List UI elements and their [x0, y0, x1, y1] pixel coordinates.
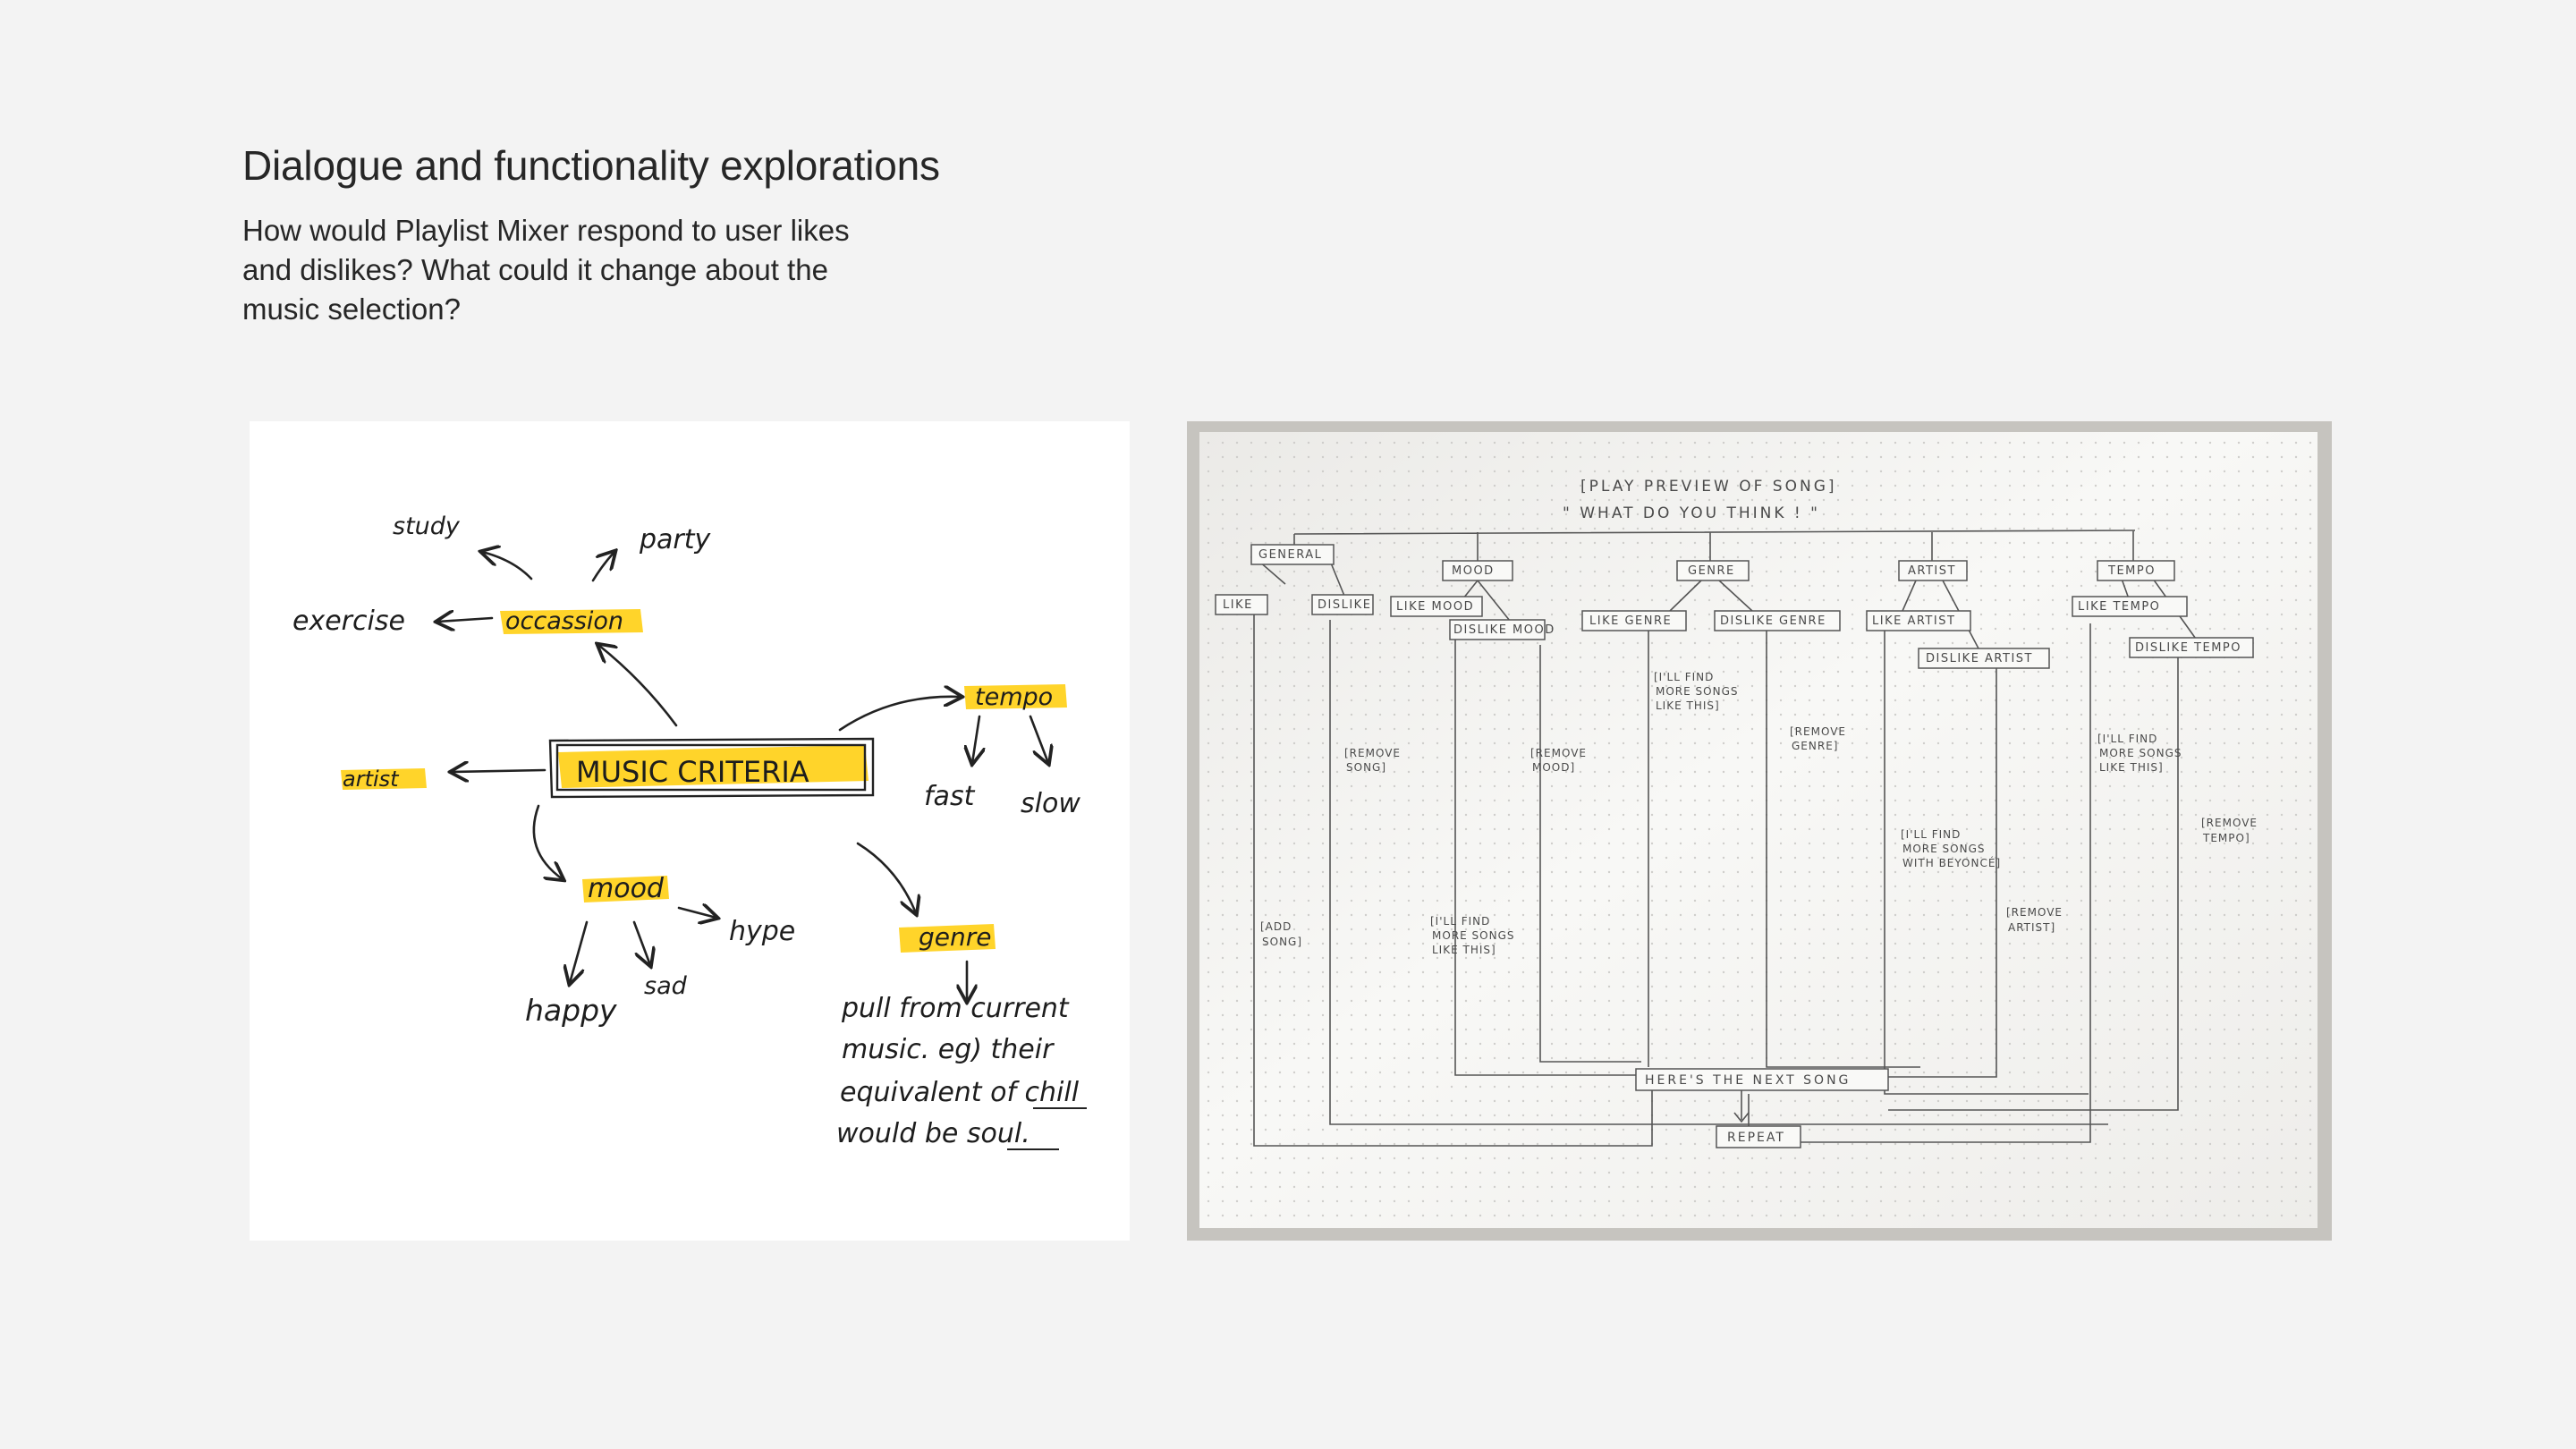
label-tempo: tempo	[975, 683, 1053, 711]
node-dislike-mood: DISLIKE MOOD	[1453, 623, 1555, 637]
arrow-to-fast	[972, 715, 979, 763]
note-remove-artist: [REMOVE	[2006, 906, 2063, 919]
node-genre: GENRE	[1688, 564, 1735, 578]
label-mood: mood	[588, 873, 665, 904]
note-artist-like: [I'LL FIND	[1901, 828, 1961, 841]
label-genre: genre	[919, 922, 991, 952]
arrow-to-study	[482, 552, 533, 580]
note-remove-tempo: [REMOVE	[2201, 817, 2258, 829]
arrow-to-mood	[532, 804, 563, 879]
label-fast: fast	[924, 781, 976, 812]
arrow-to-occasion	[598, 645, 678, 727]
note-genre-like: MORE SONGS	[1656, 685, 1739, 698]
label-occasion: occassion	[505, 607, 623, 635]
node-dislike-genre: DISLIKE GENRE	[1720, 614, 1826, 628]
note-tempo-like: [I'LL FIND	[2097, 733, 2157, 745]
note-genre-like: LIKE THIS]	[1656, 699, 1720, 712]
label-study: study	[393, 513, 461, 540]
note-tempo-like: MORE SONGS	[2099, 747, 2182, 759]
connector-lines	[1253, 530, 2199, 1147]
arrow-to-slow	[1029, 715, 1048, 763]
note-remove-tempo: TEMPO]	[2202, 832, 2250, 844]
note-remove-mood: [REMOVE	[1530, 747, 1587, 759]
node-like-mood: LIKE MOOD	[1396, 600, 1474, 614]
node-like: LIKE	[1223, 598, 1253, 612]
arrow-to-party	[591, 552, 614, 582]
label-hype: hype	[729, 916, 795, 947]
highlight-occasion	[500, 609, 643, 634]
label-artist: artist	[343, 767, 400, 792]
highlight-genre	[899, 924, 996, 953]
highlights	[341, 609, 1067, 953]
note-artist-like: MORE SONGS	[1902, 843, 1986, 855]
genre-note-line: would be soul.	[836, 1118, 1030, 1149]
note-remove-artist: ARTIST]	[2008, 921, 2055, 934]
node-dislike-artist: DISLIKE ARTIST	[1926, 652, 2033, 665]
arrow-to-sad	[632, 920, 650, 965]
note-artist-like: WITH BEYONCÉ]	[1902, 856, 2001, 869]
music-criteria-sketch: study party exercise occassion artist MU…	[250, 421, 1130, 1241]
highlight-criteria	[558, 745, 869, 788]
mindmap-drawing: study party exercise occassion artist MU…	[292, 513, 1087, 1150]
label-slow: slow	[1021, 788, 1080, 819]
flowchart-drawing: [PLAY PREVIEW OF SONG] " WHAT DO YOU THI…	[1187, 421, 2332, 1241]
underlines	[1007, 1107, 1087, 1150]
flowchart-photo: [PLAY PREVIEW OF SONG] " WHAT DO YOU THI…	[1187, 421, 2332, 1241]
node-artist: ARTIST	[1908, 564, 1956, 578]
page-title: Dialogue and functionality explorations	[242, 142, 940, 189]
page-subtitle: How would Playlist Mixer respond to user…	[242, 214, 850, 326]
note-remove-genre: GENRE]	[1792, 740, 1838, 752]
note-mood-like: [I'LL FIND	[1430, 915, 1490, 928]
node-tempo: TEMPO	[2107, 564, 2156, 578]
prompt-play-preview: [PLAY PREVIEW OF SONG]	[1580, 478, 1837, 496]
note-add-song: [ADD	[1260, 920, 1292, 933]
prompt-what-think: " WHAT DO YOU THINK ! "	[1563, 504, 1820, 522]
node-dislike: DISLIKE	[1318, 598, 1371, 612]
node-like-artist: LIKE ARTIST	[1872, 614, 1955, 628]
label-exercise: exercise	[292, 606, 405, 637]
genre-note-line: equivalent of chill	[840, 1077, 1080, 1108]
note-genre-like: [I'LL FIND	[1654, 671, 1714, 683]
arrow-to-tempo	[838, 697, 961, 732]
note-remove-mood: MOOD]	[1532, 761, 1575, 774]
node-dislike-tempo: DISLIKE TEMPO	[2135, 641, 2241, 655]
node-next-song: HERE'S THE NEXT SONG	[1645, 1073, 1851, 1088]
highlight-tempo	[964, 684, 1067, 709]
node-repeat: REPEAT	[1727, 1131, 1785, 1145]
note-add-song: SONG]	[1262, 936, 1302, 948]
note-remove-song: [REMOVE	[1344, 747, 1401, 759]
node-like-genre: LIKE GENRE	[1589, 614, 1672, 628]
highlight-artist	[341, 768, 427, 790]
arrow-to-artist	[452, 770, 547, 772]
arrow-to-exercise	[437, 618, 494, 622]
node-like-tempo: LIKE TEMPO	[2078, 600, 2160, 614]
label-music-criteria: MUSIC CRITERIA	[576, 755, 809, 789]
arrow-to-happy	[570, 920, 589, 983]
label-happy: happy	[525, 993, 617, 1028]
note-remove-genre: [REMOVE	[1790, 725, 1846, 738]
genre-note-line: music. eg) their	[842, 1034, 1055, 1065]
note-mood-like: LIKE THIS]	[1432, 944, 1496, 956]
label-party: party	[639, 524, 712, 555]
arrow-to-hype	[677, 908, 716, 918]
label-sad: sad	[644, 972, 688, 1000]
note-remove-song: SONG]	[1346, 761, 1386, 774]
note-tempo-like: LIKE THIS]	[2099, 761, 2164, 774]
criteria-box	[548, 737, 875, 799]
node-boxes	[1215, 544, 2254, 1148]
genre-note-line: pull from current	[841, 993, 1070, 1024]
node-mood: MOOD	[1452, 564, 1495, 578]
node-general: GENERAL	[1258, 548, 1322, 562]
note-mood-like: MORE SONGS	[1432, 929, 1515, 942]
arrow-to-genre	[856, 842, 916, 913]
highlight-mood	[582, 876, 669, 902]
